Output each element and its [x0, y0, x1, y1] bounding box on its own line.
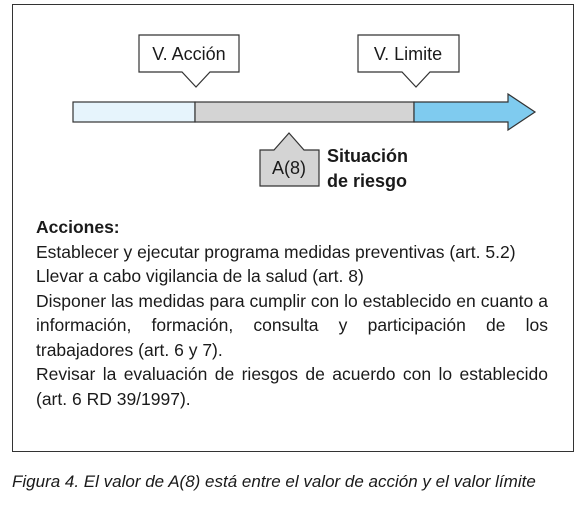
- limit-value-label: V. Limite: [374, 44, 442, 64]
- risk-label-line1: Situación: [327, 146, 408, 166]
- action-item: Revisar la evaluación de riesgos de acue…: [36, 364, 548, 409]
- action-item: Llevar a cabo vigilancia de la salud (ar…: [36, 266, 364, 286]
- exposure-scale-diagram: V. Acción V. Limite A(8) Situación de ri…: [72, 34, 537, 191]
- scale-middle-zone: [194, 101, 415, 123]
- figure-frame: [12, 4, 574, 452]
- action-item: Establecer y ejecutar programa medidas p…: [36, 241, 516, 262]
- action-item: Disponer las medidas para cumplir con lo…: [36, 290, 548, 360]
- measured-value-marker: [259, 132, 320, 187]
- limit-value-callout: [357, 34, 460, 88]
- action-value-label: V. Acción: [152, 44, 225, 64]
- risk-label-line2: de riesgo: [327, 171, 407, 191]
- scale-low-zone: [72, 101, 196, 123]
- figure-caption: Figura 4. El valor de A(8) está entre el…: [12, 472, 536, 491]
- measured-value-label: A(8): [272, 158, 306, 178]
- action-value-callout: [138, 34, 240, 88]
- actions-heading: Acciones:: [36, 217, 120, 237]
- actions-block: Acciones: Establecer y ejecutar programa…: [36, 215, 548, 411]
- scale-high-zone-arrow: [413, 92, 537, 132]
